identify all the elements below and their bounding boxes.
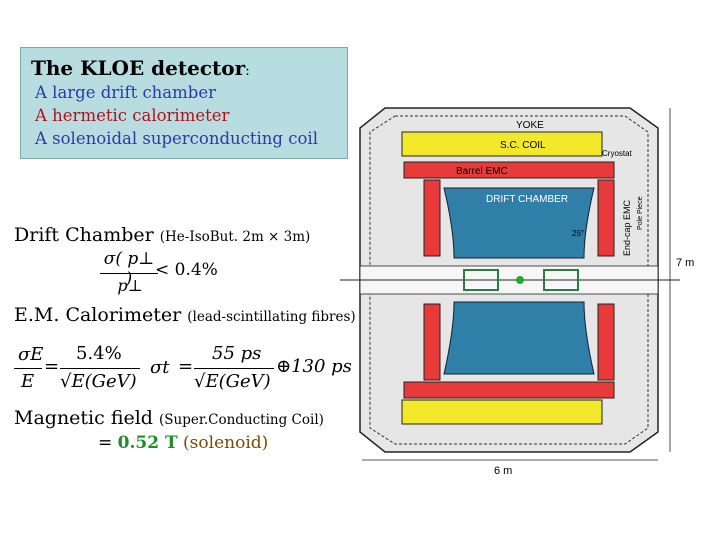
endcap-emc-right-top [597,179,615,257]
energy-fraction-bar [14,368,42,369]
info-item-drift-chamber: A large drift chamber [35,83,217,102]
kloe-detector-diagram: YOKE S.C. COIL Cryostat Barrel EMC DRIFT… [340,107,694,477]
height-label: 7 m [676,257,694,269]
calorimeter-heading: E.M. Calorimeter (lead-scintillating fib… [14,304,356,326]
interaction-point [516,276,524,284]
endcap-label: End-cap EMC [622,199,632,256]
time-resolution-symbol: σt [150,357,170,378]
time-resolution-value: 55 ps [212,343,262,364]
quad-right [543,269,579,291]
yoke-label: YOKE [516,120,544,131]
barrel-emc-bottom [403,381,615,399]
energy-denominator: E [21,371,35,392]
momentum-resolution-numerator: σ( p⊥ ) [103,249,155,289]
quad-left [463,269,499,291]
energy-fraction-bar-2 [60,368,140,369]
cryostat-label: Cryostat [602,149,633,158]
energy-sqrt: √E(GeV) [60,371,137,392]
time-constant-term: ⊕130 ps [276,356,352,377]
drift-chamber-top [443,187,595,259]
info-item-coil: A solenoidal superconducting coil [35,129,318,148]
momentum-resolution-value: < 0.4% [155,260,218,280]
angle-label: 25° [572,229,584,238]
momentum-resolution-denominator: p⊥ [117,276,143,295]
drift-chamber-bottom [443,301,595,375]
time-fraction-bar [194,368,274,369]
energy-resolution-value: 5.4% [76,343,122,364]
endcap-emc-left-bottom [423,303,441,381]
width-label: 6 m [494,465,512,477]
fraction-bar [100,273,158,274]
time-sqrt: √E(GeV) [194,371,271,392]
endcap-emc-right-bottom [597,303,615,381]
drift-chamber-label: DRIFT CHAMBER [486,194,568,205]
sc-coil-top [401,131,603,157]
barrel-emc-top [403,161,615,179]
magnetic-field-value-line: = 0.52 T (solenoid) [98,433,269,453]
barrel-emc-label: Barrel EMC [456,166,508,177]
energy-resolution-symbol: σE [18,344,44,365]
drift-chamber-heading: Drift Chamber (He-IsoBut. 2m × 3m) [14,224,311,246]
time-equals: = [178,356,194,377]
endcap-emc-left-top [423,179,441,257]
pole-piece-label: Pole Piece [637,196,644,230]
info-item-calorimeter: A hermetic calorimeter [35,106,230,125]
sc-coil-bottom [401,399,603,425]
coil-label: S.C. COIL [500,140,546,151]
magnetic-field-heading: Magnetic field (Super.Conducting Coil) [14,407,324,429]
energy-equals: = [44,356,60,377]
info-box: The KLOE detector: A large drift chamber… [20,47,348,159]
info-box-title: The KLOE detector: [31,56,250,80]
yoke-inner [369,115,649,445]
